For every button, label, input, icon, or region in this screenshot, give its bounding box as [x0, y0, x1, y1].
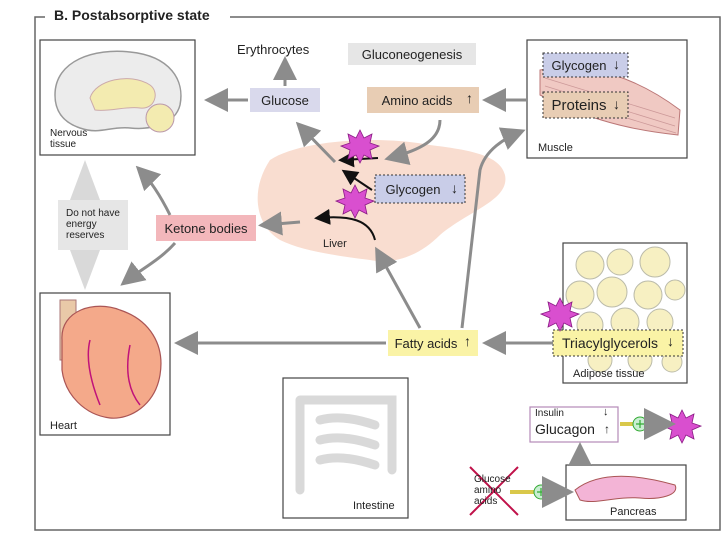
insulin-down-arrow: ↓	[603, 406, 609, 418]
proteins-label: Proteins	[551, 96, 607, 114]
reserves-pointer	[70, 160, 100, 290]
arrow-fatty-liver	[375, 246, 422, 329]
burst-2	[334, 184, 376, 219]
glucagon-up-arrow: ↑	[604, 422, 610, 436]
burst-3	[539, 297, 581, 332]
arrow-amino-liver	[384, 119, 442, 165]
triacylglycerols-box	[552, 329, 684, 357]
amino-acids-box	[367, 87, 479, 113]
pancreas-icon	[574, 475, 677, 503]
muscle-label: Muscle	[538, 142, 573, 154]
arrow-ketone-heart	[120, 242, 177, 286]
triacylglycerols-label: Triacylglycerols	[562, 335, 658, 351]
gluconeogenesis-label: Gluconeogenesis	[361, 46, 463, 62]
arrow-ketone-brain	[135, 165, 172, 216]
burst-1	[339, 129, 381, 164]
arrow-fatty-muscle	[460, 127, 526, 329]
glycogen-muscle-label: Glycogen	[551, 57, 607, 73]
amino-acids-label: Amino acids	[381, 92, 453, 108]
erythrocytes-label: Erythrocytes	[237, 42, 310, 57]
triacylglycerols-down-arrow: ↓	[667, 333, 674, 349]
insulin-label: Insulin	[535, 408, 564, 419]
glycogen-liver-down-arrow: ↓	[451, 180, 458, 196]
heart-icon	[59, 299, 162, 419]
outer-frame	[34, 16, 721, 531]
adipose-tissue-label: Adipose tissue	[573, 368, 645, 380]
glycogen-muscle-box	[542, 52, 629, 78]
liver-label: Liver	[323, 238, 347, 250]
nervous-tissue-label: Nervous tissue	[50, 128, 88, 150]
gluconeogenesis-box	[348, 43, 476, 65]
proteins-box	[542, 91, 629, 119]
glycogen-muscle-down-arrow: ↓	[613, 56, 620, 72]
glucagon-label: Glucagon	[535, 421, 595, 437]
arrow-black-2	[341, 169, 373, 191]
intestine-label: Intestine	[353, 500, 395, 512]
glycogen-liver-box	[374, 174, 466, 204]
heart-label: Heart	[50, 420, 77, 432]
no-reserves-box	[58, 200, 128, 250]
adipose-icon	[565, 246, 686, 373]
fatty-acids-label: Fatty acids	[394, 335, 458, 351]
ketone-bodies-label: Ketone bodies	[164, 220, 248, 236]
amino-up-arrow: ↑	[466, 90, 473, 106]
glucose-box	[250, 88, 320, 112]
arrow-liver-glucose	[295, 121, 337, 164]
glucose-label: Glucose	[261, 92, 309, 108]
no-reserves-label: Do not have energy reserves	[66, 208, 120, 241]
intestine-icon	[295, 395, 397, 495]
ketone-bodies-box	[156, 215, 256, 241]
burst-4	[661, 409, 703, 444]
proteins-down-arrow: ↓	[613, 96, 620, 112]
fatty-acids-up-arrow: ↑	[464, 333, 471, 349]
crossed-out-mark	[469, 466, 519, 516]
fatty-acids-box	[388, 330, 478, 356]
glycogen-liver-label: Glycogen	[385, 181, 441, 197]
brain-icon	[54, 50, 182, 133]
pancreas-label: Pancreas	[610, 506, 657, 518]
glucose-amino-acids-label: Glucose amino acids	[474, 474, 511, 507]
arrow-black-liver-curve	[314, 208, 376, 241]
diagram-title: B. Postabsorptive state	[50, 7, 214, 23]
arrow-liver-ketone	[258, 211, 301, 236]
